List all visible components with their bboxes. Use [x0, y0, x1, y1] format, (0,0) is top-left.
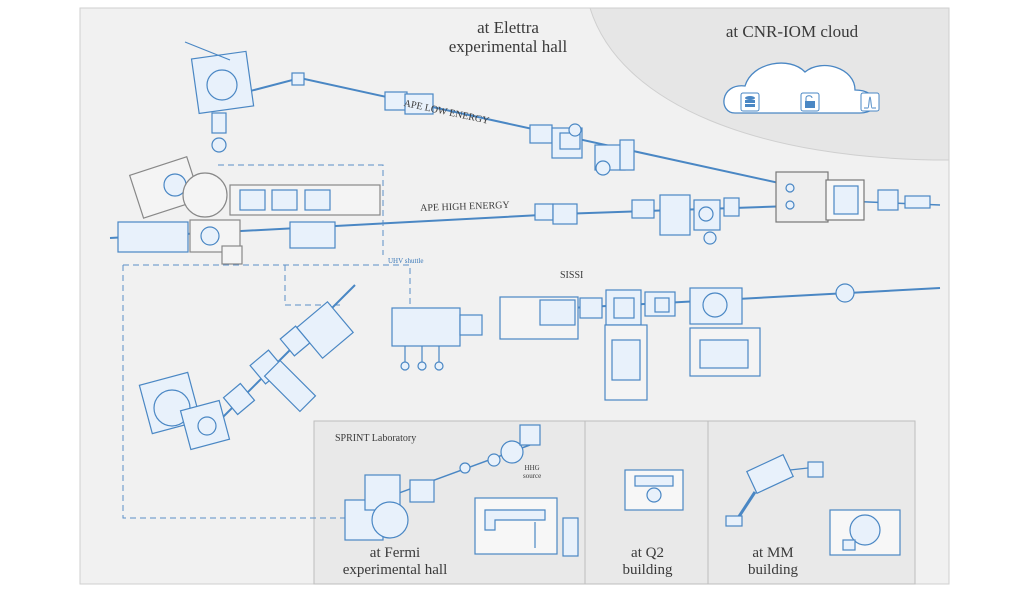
- sprint-lab-label: SPRINT Laboratory: [335, 433, 417, 444]
- fermi-hall-label: at Fermi experimental hall: [342, 545, 448, 578]
- database-icon: [740, 92, 760, 112]
- endstation: [775, 171, 931, 223]
- mm-building-box: [707, 420, 916, 585]
- diagonal-cluster: [138, 284, 356, 451]
- uhv-shuttle-paths: [122, 164, 411, 519]
- shuttle-path-left: [122, 265, 360, 519]
- sissi-devices: [499, 283, 855, 401]
- uhv-shuttle-device: [391, 307, 483, 371]
- ape-low-devices: [384, 91, 635, 176]
- hhg-source-label: HHG source: [523, 464, 542, 480]
- peak-spectrum-icon: [860, 92, 880, 112]
- mm-building-label: at MM building: [747, 545, 798, 578]
- shuttle-path-right: [123, 264, 411, 305]
- mm-devices: [725, 453, 901, 556]
- elettra-hall-label: at Elettra experimental hall: [448, 18, 568, 56]
- q2-device: [624, 469, 684, 511]
- sprint-devices: [344, 424, 579, 557]
- cnr-cloud-label: at CNR-IOM cloud: [725, 22, 859, 41]
- sissi-label: SISSI: [560, 270, 584, 281]
- uhv-shuttle-label: UHV shuttle: [388, 257, 424, 265]
- q2-building-label: at Q2 building: [622, 545, 673, 578]
- elettra-central-cluster: [117, 156, 381, 265]
- elettra-top-cluster: [184, 41, 305, 153]
- unlock-icon: [800, 92, 820, 112]
- ape-high-devices: [534, 194, 740, 245]
- shuttle-path-upper: [218, 164, 384, 255]
- shuttle-path-branch: [284, 265, 340, 306]
